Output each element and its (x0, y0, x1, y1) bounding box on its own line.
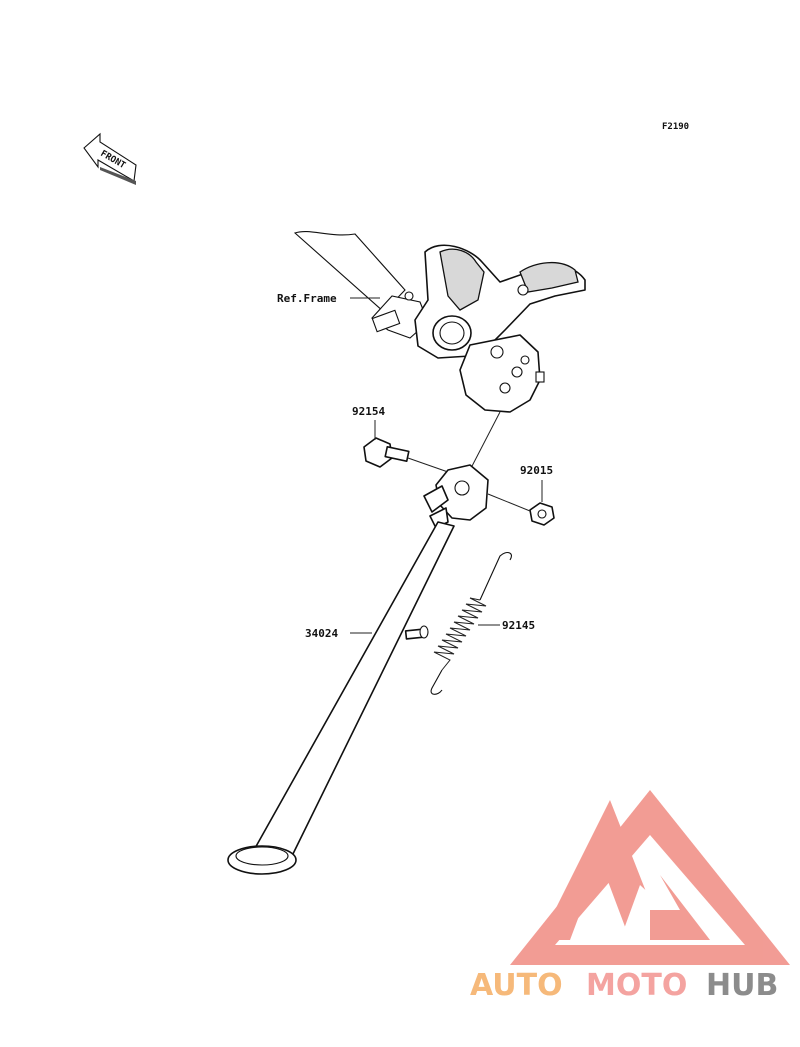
nut-92015 (487, 493, 555, 526)
watermark-text-moto: MOTO (586, 968, 687, 1003)
part-label-92145: 92145 (502, 619, 535, 632)
part-label-34024: 34024 (305, 627, 338, 640)
bolt-92154 (363, 437, 449, 473)
figure-code: F2190 (662, 122, 689, 132)
part-label-92015: 92015 (520, 464, 553, 477)
spring-92145 (430, 551, 512, 695)
watermark-text-auto: AUTO (470, 968, 563, 1003)
part-label-92154: 92154 (352, 405, 385, 418)
watermark-text-hub: HUB (706, 968, 778, 1003)
ref-frame-label: Ref.Frame (277, 292, 337, 305)
front-arrow-icon: FRONT (83, 132, 137, 185)
watermark-wordmark: AUTO MOTO HUB (470, 968, 778, 1003)
watermark-logo-icon (510, 790, 790, 965)
side-stand-34024 (227, 464, 489, 875)
frame-reference-drawing (293, 231, 586, 413)
